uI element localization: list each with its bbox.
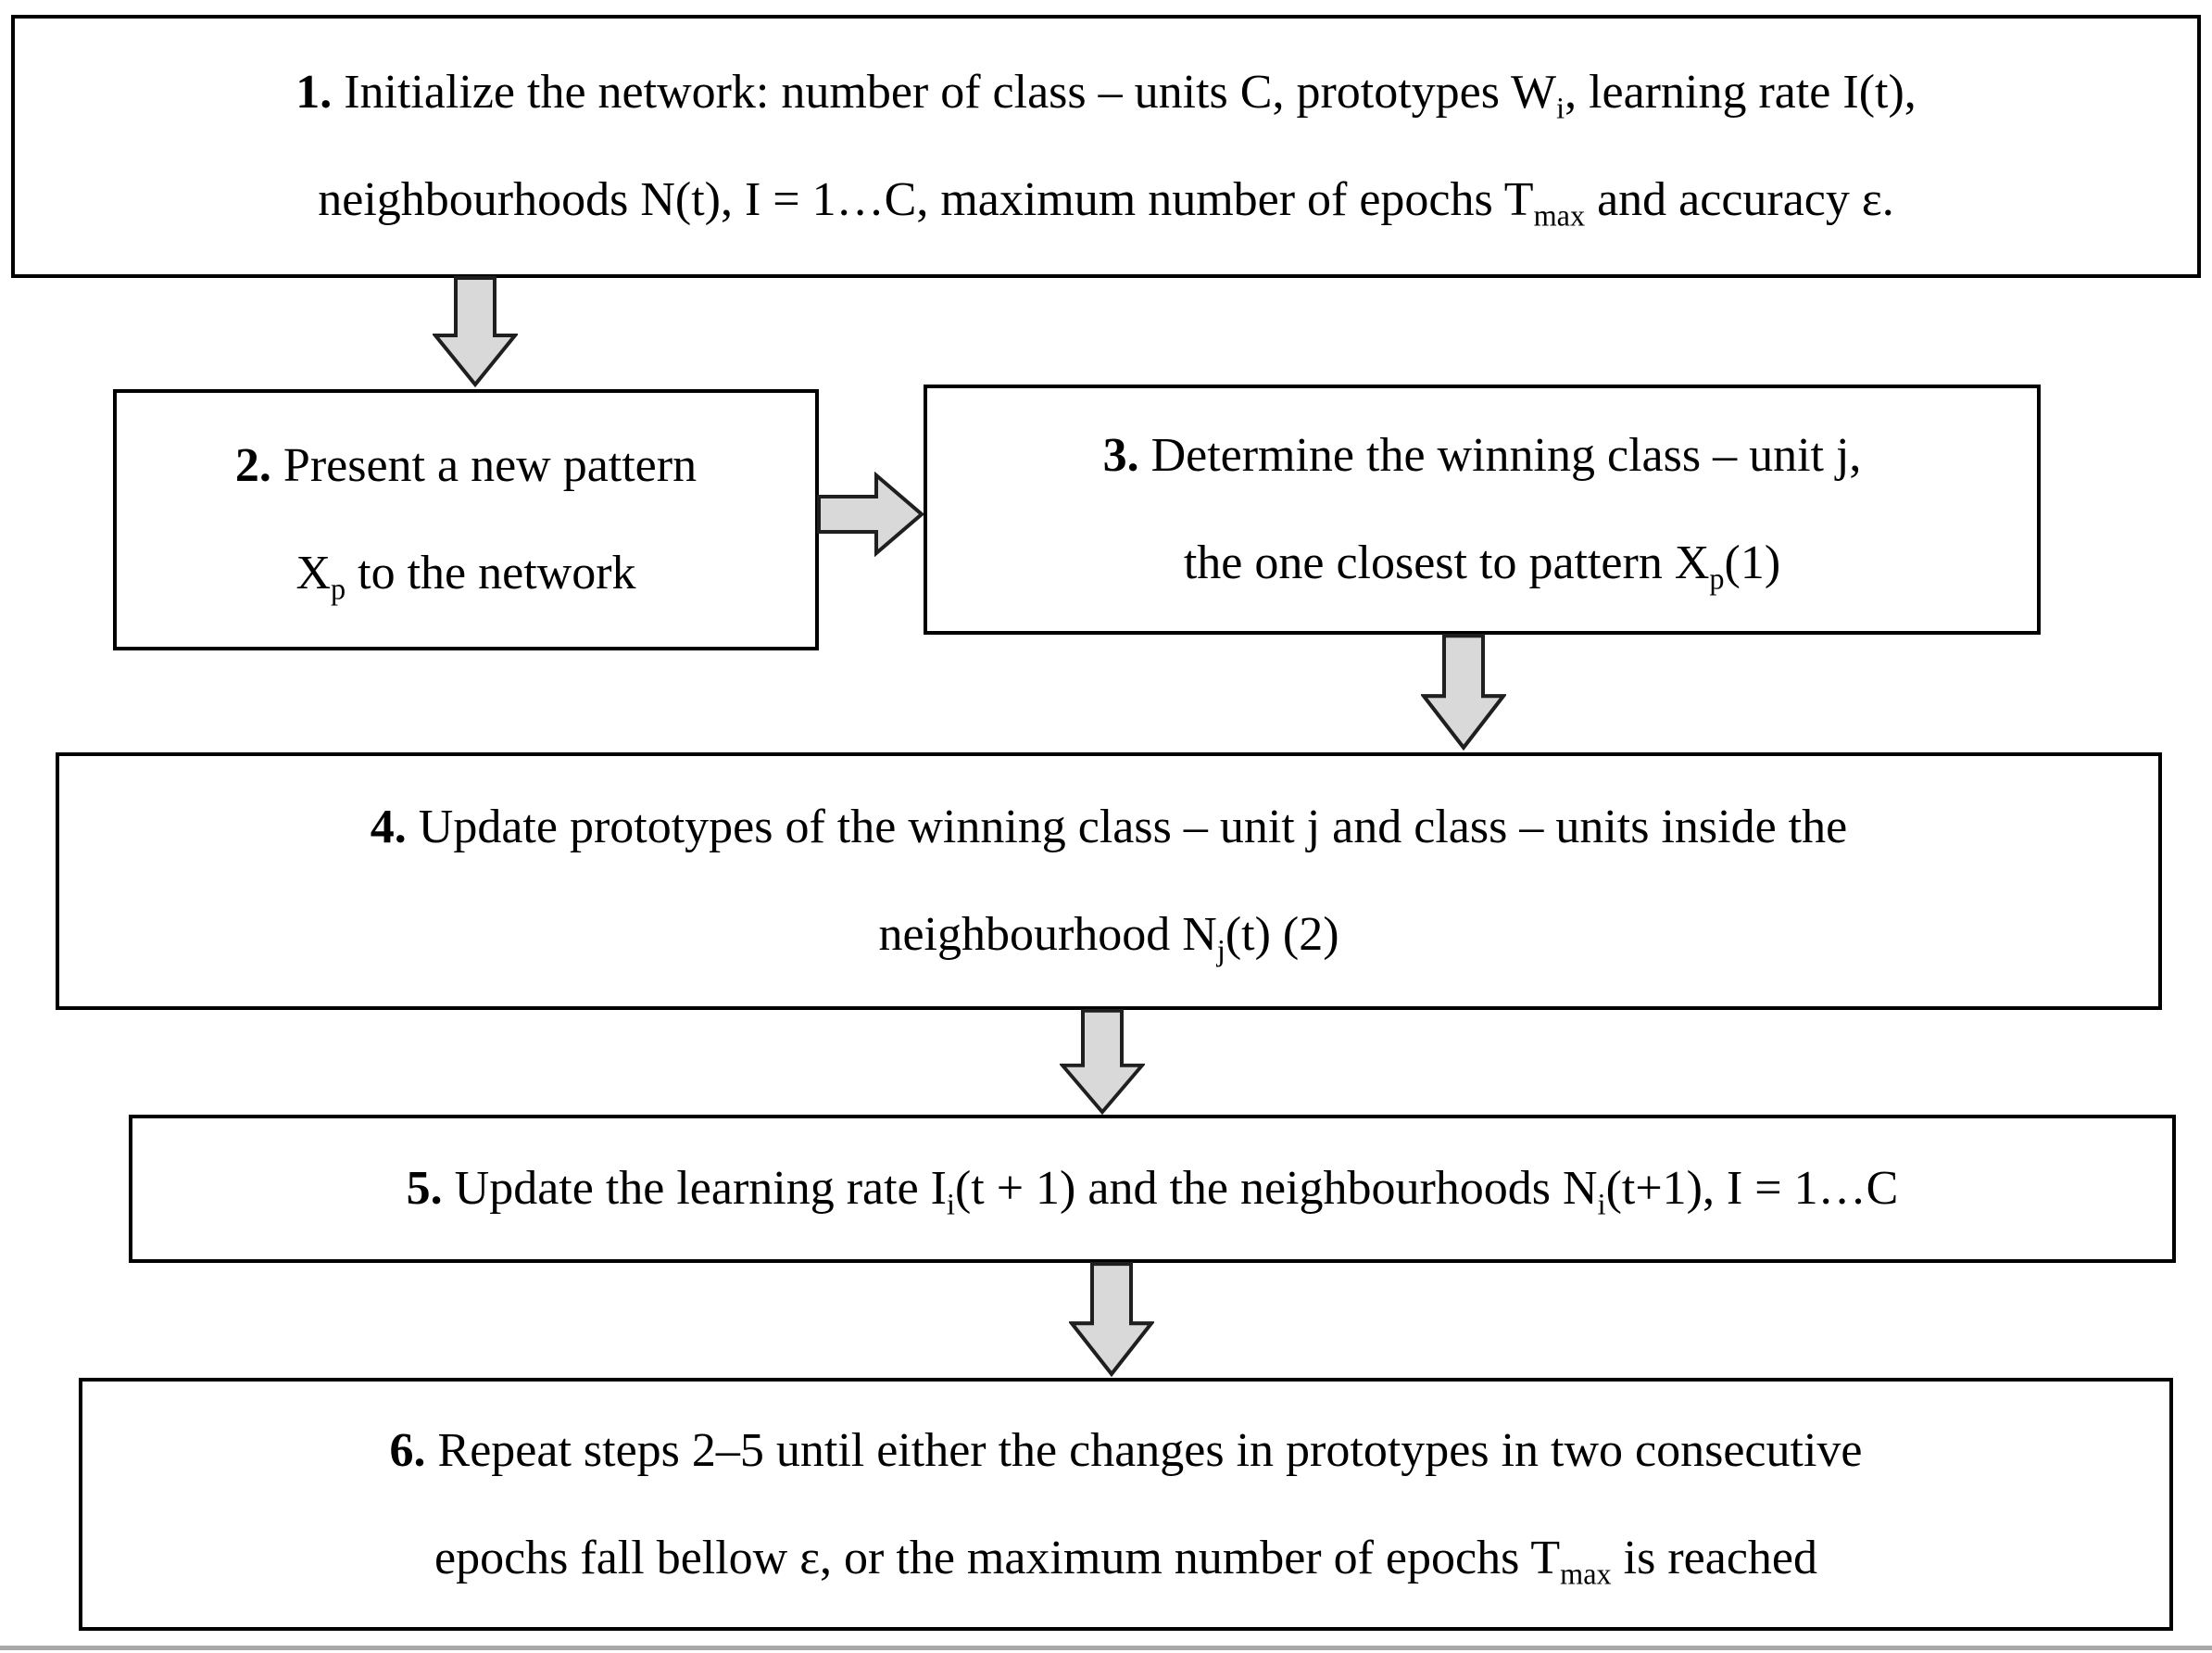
- step-3-line-1: 3. Determine the winning class – unit j,: [1102, 429, 1862, 482]
- step-2-box: 2. Present a new pattern Xp to the netwo…: [113, 389, 819, 650]
- step-2-line-1: 2. Present a new pattern: [234, 439, 698, 492]
- arrow-step5-to-step6: [1069, 1262, 1154, 1377]
- step-4-line-2: neighbourhood Nj(t) (2): [878, 908, 1339, 967]
- page-edge-artifact: [0, 1646, 2212, 1650]
- down-arrow-icon: [433, 276, 518, 387]
- step-4-box: 4. Update prototypes of the winning clas…: [56, 752, 2162, 1010]
- step-6-line-2: epochs fall bellow ε, or the maximum num…: [434, 1531, 1817, 1590]
- step-6-box: 6. Repeat steps 2–5 until either the cha…: [79, 1378, 2173, 1631]
- step-1-line-2: neighbourhoods N(t), I = 1…C, maximum nu…: [318, 173, 1894, 233]
- step-3-box: 3. Determine the winning class – unit j,…: [924, 385, 2041, 635]
- down-arrow-icon: [1060, 1009, 1145, 1115]
- arrow-step3-to-step4: [1421, 634, 1506, 751]
- step-4-line-1: 4. Update prototypes of the winning clas…: [370, 801, 1848, 853]
- arrow-step1-to-step2: [433, 276, 518, 387]
- arrow-step4-to-step5: [1060, 1009, 1145, 1115]
- step-3-line-2: the one closest to pattern Xp(1): [1183, 536, 1781, 596]
- down-arrow-icon: [1069, 1262, 1154, 1377]
- arrow-step2-to-step3: [817, 472, 924, 557]
- step-1-box: 1. Initialize the network: number of cla…: [11, 15, 2201, 278]
- right-arrow-icon: [817, 472, 924, 557]
- step-6-line-1: 6. Repeat steps 2–5 until either the cha…: [389, 1423, 1863, 1477]
- down-arrow-icon: [1421, 634, 1506, 751]
- step-5-box: 5. Update the learning rate Ii(t + 1) an…: [129, 1115, 2176, 1263]
- step-2-line-2: Xp to the network: [295, 547, 636, 606]
- step-5-line-1: 5. Update the learning rate Ii(t + 1) an…: [406, 1162, 1899, 1221]
- step-1-line-1: 1. Initialize the network: number of cla…: [295, 66, 1917, 125]
